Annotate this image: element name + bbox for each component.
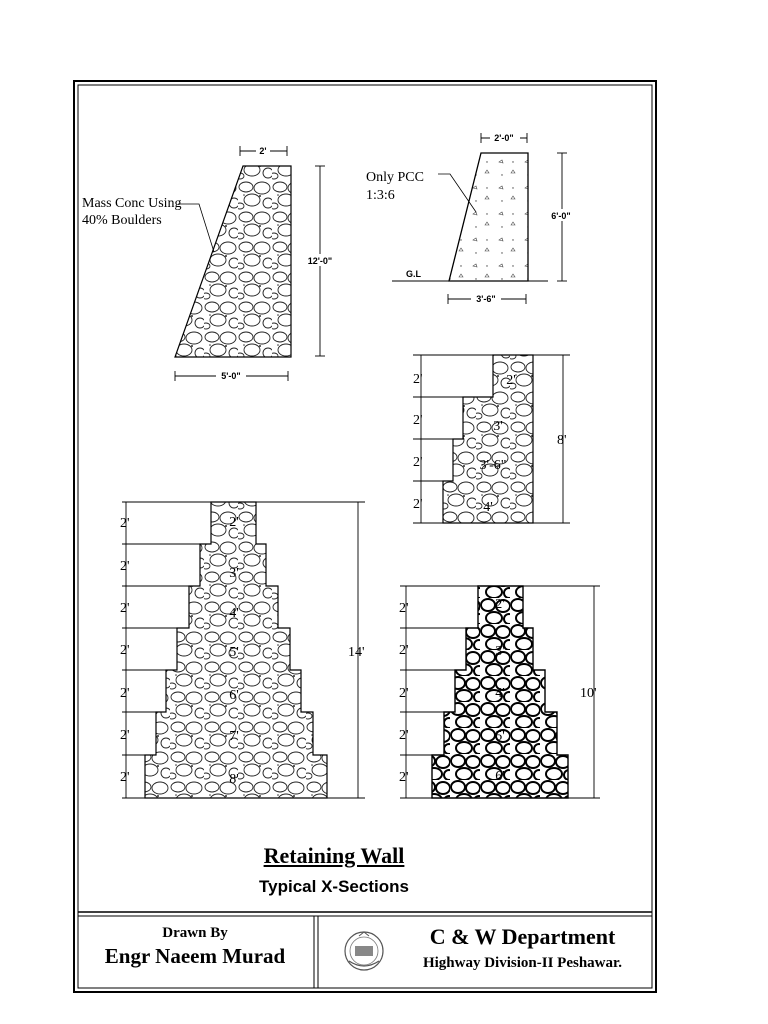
s10-h4: 2' [399,728,409,743]
s8-total: 8' [557,433,567,448]
stepped-10ft-section: 2' 2' 2' 2' 2' 2' 3' 4' 5' 6' 10' [399,585,600,799]
s8-w2: 3' [493,419,503,434]
mass-top-dim: 2' [259,146,266,156]
drawing-subtitle: Typical X-Sections [259,877,409,896]
mass-concrete-body [174,165,292,358]
s8-h2: 2' [413,413,423,428]
s8-h4: 2' [413,497,423,512]
stepped-8ft-body [442,354,534,524]
pcc-body [448,152,529,282]
inner-border [77,84,653,989]
s8-w4: 4' [483,500,493,515]
drawn-by-name: Engr Naeem Murad [104,944,286,968]
mass-height-dim: 12'-0" [308,256,332,266]
mass-base-dim: 5'-0" [221,371,240,381]
pcc-height-dim: 6'-0" [551,211,570,221]
ground-label: G.L [406,269,422,279]
s10-w4: 5' [495,729,505,744]
s10-h5: 2' [399,770,409,785]
s14-h6: 2' [120,728,130,743]
s8-w1: 2' [506,373,516,388]
s14-h1: 2' [120,516,130,531]
drawn-by-label: Drawn By [162,925,228,941]
s10-total: 10' [580,686,597,701]
s8-h3: 2' [413,455,423,470]
s10-w5: 6' [495,769,505,784]
mass-label-2: 40% Boulders [82,213,162,228]
s14-h4: 2' [120,643,130,658]
s14-total: 14' [348,645,365,660]
s14-w7: 8' [229,772,239,787]
s14-h3: 2' [120,601,130,616]
s14-w4: 5' [229,645,239,660]
s14-h7: 2' [120,770,130,785]
stepped-14ft-section: 2' 2' 2' 2' 2' 2' 2' 2' 3' 4' 5' 6' 7' 8… [120,501,365,799]
s14-w5: 6' [229,688,239,703]
s8-h1: 2' [413,372,423,387]
s10-h3: 2' [399,686,409,701]
mass-concrete-section: 2' 12'-0" 5'-0" Mass Conc Using 40% Boul… [82,146,336,381]
pcc-base-dim: 3'-6" [476,294,495,304]
s10-w2: 3' [495,644,505,659]
s10-h2: 2' [399,643,409,658]
drawing-title: Retaining Wall [263,843,405,868]
s14-w3: 4' [229,606,239,621]
government-emblem-icon [344,931,384,971]
pcc-label-1: Only PCC [366,170,424,185]
s14-h2: 2' [120,559,130,574]
s14-w2: 3' [229,566,239,581]
pcc-label-2: 1:3:6 [366,188,395,203]
outer-border [73,80,657,993]
mass-label-1: Mass Conc Using [82,196,182,211]
pcc-section: G.L 2'-0" 6'-0" 3'-6" Only PCC 1:3:6 [366,133,577,304]
s10-h1: 2' [399,601,409,616]
s10-w3: 4' [495,686,505,701]
s10-w1: 2' [495,597,505,612]
stepped-8ft-section: 2' 2' 2' 2' 2' 3' 3'-6" 4' 8' [413,354,570,524]
pcc-top-dim: 2'-0" [494,133,513,143]
stepped-10ft-body [431,585,569,799]
s8-w3: 3'-6" [480,458,507,473]
s14-w1: 2' [229,515,239,530]
division-name: Highway Division-II Peshawar. [422,955,623,971]
s14-h5: 2' [120,686,130,701]
department-name: C & W Department [429,924,616,949]
s14-w6: 7' [229,729,239,744]
